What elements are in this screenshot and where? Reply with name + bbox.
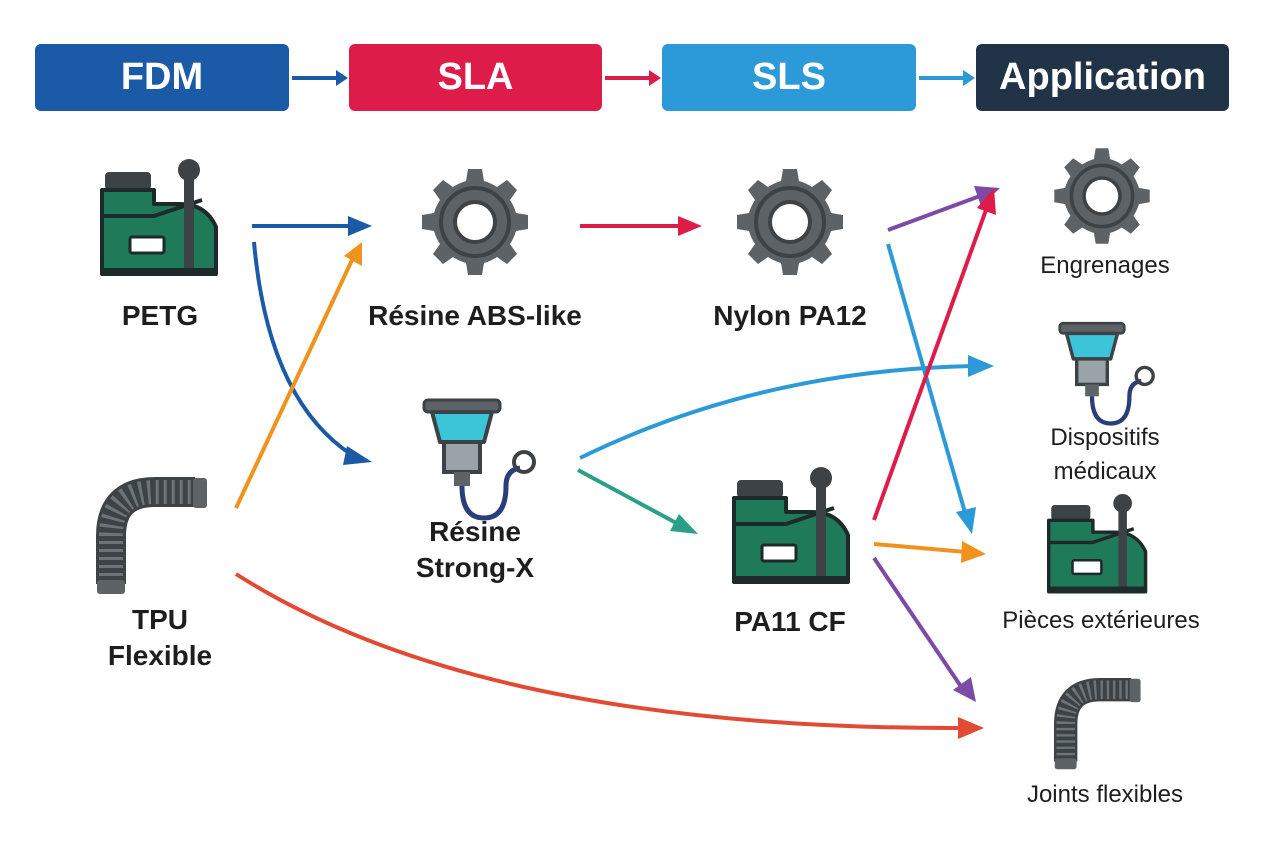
medical-device-icon bbox=[1060, 323, 1154, 423]
stage-sla: SLA bbox=[349, 44, 602, 111]
flow-pa12-to-exterior bbox=[886, 243, 976, 534]
flow-petg-to-abs bbox=[252, 216, 372, 236]
stage-application-label: Application bbox=[999, 56, 1206, 98]
strong-label: Résine Strong-X bbox=[415, 516, 535, 583]
stage-application: Application bbox=[976, 44, 1229, 111]
flow-abs-to-pa12 bbox=[580, 216, 702, 236]
flow-pa11-to-joints bbox=[872, 556, 976, 702]
pa12-label: Nylon PA12 bbox=[713, 300, 867, 331]
joints-flexible-hose-icon bbox=[1055, 679, 1141, 769]
flow-tpu-to-abs bbox=[234, 242, 362, 509]
header-arrow-2 bbox=[605, 70, 661, 86]
flow-pa11-to-exterior bbox=[873, 541, 986, 563]
pa12-gear-icon bbox=[735, 167, 845, 277]
pa11-machine-icon bbox=[732, 465, 850, 586]
gears-gear-icon bbox=[1052, 146, 1152, 246]
joints-label: Joints flexibles bbox=[1026, 781, 1184, 808]
pa11-label: PA11 CF bbox=[734, 606, 846, 637]
abs-label: Résine ABS-like bbox=[368, 300, 582, 331]
stage-sla-label: SLA bbox=[437, 56, 514, 98]
stage-fdm-label: FDM bbox=[120, 56, 204, 98]
petg-label: PETG bbox=[121, 300, 199, 331]
exterior-machine-icon bbox=[1046, 492, 1148, 596]
flow-petg-to-strong bbox=[252, 241, 372, 465]
header-arrow-1 bbox=[292, 70, 348, 86]
strong-medical-device-icon bbox=[424, 400, 534, 518]
header-arrow-3 bbox=[919, 70, 975, 86]
gears-label: Engrenages bbox=[1040, 252, 1170, 279]
flow-strong-to-medical bbox=[579, 355, 994, 460]
flow-tpu-to-joints bbox=[234, 572, 984, 739]
tpu-flexible-hose-icon bbox=[97, 478, 207, 594]
stage-sls-label: SLS bbox=[752, 56, 826, 98]
petg-machine-icon bbox=[100, 157, 218, 278]
stage-fdm: FDM bbox=[35, 44, 289, 111]
flow-pa11-to-gears bbox=[872, 188, 996, 521]
stage-sls: SLS bbox=[662, 44, 916, 111]
medical-label: Dispositifs médicaux bbox=[1050, 424, 1160, 485]
tpu-label: TPU Flexible bbox=[107, 604, 213, 671]
abs-gear-icon bbox=[420, 167, 530, 277]
flow-strong-to-pa11 bbox=[577, 468, 698, 534]
exterior-label: Pièces extérieures bbox=[1002, 607, 1200, 634]
